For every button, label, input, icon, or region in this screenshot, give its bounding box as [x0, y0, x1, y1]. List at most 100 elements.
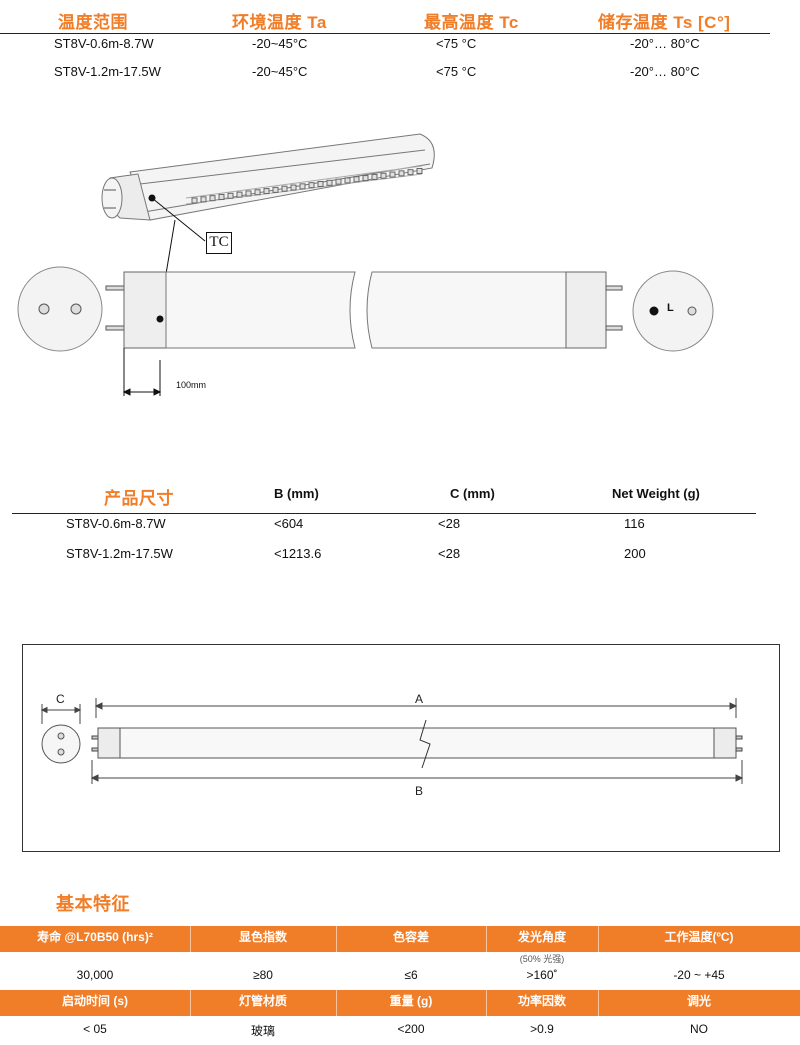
dimension-b	[90, 760, 744, 784]
dim-header-rule	[12, 513, 756, 514]
temp-cell: ST8V-0.6m-8.7W	[54, 36, 154, 51]
temp-cell: <75 °C	[436, 64, 477, 79]
led-chip	[272, 186, 279, 193]
dim-cell: <28	[438, 546, 461, 561]
dim-cell: ST8V-1.2m-17.5W	[66, 546, 173, 561]
feature-value: >0.9	[530, 1022, 554, 1036]
feature-value: <200	[397, 1022, 425, 1036]
temp-header-max: 最高温度 Tc	[424, 13, 519, 32]
led-chip	[344, 177, 351, 184]
feature-value: >160˚	[526, 968, 558, 982]
dimension-a	[94, 698, 738, 718]
temp-header-range: 温度范围	[58, 13, 128, 32]
led-chip	[407, 169, 414, 176]
right-end-view	[632, 270, 714, 352]
led-chip	[389, 171, 396, 178]
dimension-drawing	[40, 698, 744, 784]
dim-cell: 116	[624, 516, 645, 531]
feature-value: -20 ~ +45	[673, 968, 725, 982]
end-l-label: L	[667, 302, 674, 314]
features-header: 灯管材质	[238, 994, 287, 1008]
dimension-drawing-frame	[22, 644, 780, 852]
feature-value: ≥80	[253, 968, 273, 982]
dim-header-c: C (mm)	[450, 486, 495, 501]
header-divider	[336, 990, 337, 1016]
led-chip	[209, 195, 216, 202]
perspective-tube	[101, 133, 435, 221]
header-divider	[598, 926, 599, 952]
led-chip	[416, 168, 423, 174]
feature-value: NO	[690, 1022, 708, 1036]
led-chip	[263, 188, 270, 195]
dim-cell: <28	[438, 516, 461, 531]
temp-header-rule	[0, 33, 770, 34]
label-b: B	[415, 784, 424, 798]
led-chip	[398, 170, 405, 177]
led-chip	[326, 179, 333, 186]
features-header: 调光	[686, 994, 711, 1008]
dim-cell: 200	[624, 546, 646, 561]
features-header: 工作温度(ºC)	[664, 930, 734, 944]
led-chip	[308, 182, 315, 189]
dim-header-b: B (mm)	[274, 486, 319, 501]
temp-header-ambient: 环境温度 Ta	[232, 13, 327, 32]
temp-cell: -20°… 80°C	[630, 36, 700, 51]
features-header: 启动时间 (s)	[61, 994, 128, 1008]
temp-header-storage: 储存温度 Ts [C°]	[598, 13, 731, 32]
features-header: 功率因数	[517, 994, 566, 1008]
feature-value: 30,000	[76, 968, 114, 982]
features-header-row-2: 启动时间 (s) 灯管材质 重量 (g) 功率因数 调光	[0, 990, 800, 1016]
dim-header-weight: Net Weight (g)	[612, 486, 700, 501]
feature-value: ≤6	[404, 968, 418, 982]
led-chip	[290, 184, 297, 191]
led-chip	[200, 196, 207, 203]
features-header-row-1: 寿命 @L70B50 (hrs)² 显色指数 色容差 发光角度 工作温度(ºC)	[0, 926, 800, 952]
feature-value: 玻璃	[250, 1024, 275, 1038]
tube-side-view	[91, 719, 743, 769]
dim-header-size: 产品尺寸	[104, 489, 174, 508]
tube-drawing	[17, 133, 714, 396]
features-header: 发光角度	[517, 930, 566, 944]
temp-cell: -20~45°C	[252, 64, 308, 79]
dim-cell: <1213.6	[274, 546, 322, 561]
led-chip	[380, 172, 387, 179]
features-header: 显色指数	[238, 930, 287, 944]
led-chip	[254, 189, 261, 196]
left-end-view	[17, 266, 103, 352]
dim-cell: <604	[274, 516, 304, 531]
dimension-100mm-label: 100mm	[176, 380, 207, 390]
label-a: A	[415, 692, 424, 706]
temp-cell: ST8V-1.2m-17.5W	[54, 64, 161, 79]
led-chip	[218, 193, 225, 200]
tube-left-section	[105, 271, 356, 349]
led-chip	[317, 180, 324, 187]
header-divider	[190, 990, 191, 1016]
header-divider	[336, 926, 337, 952]
features-header: 寿命 @L70B50 (hrs)²	[37, 930, 153, 944]
dim-cell: ST8V-0.6m-8.7W	[66, 516, 166, 531]
led-chip	[191, 197, 198, 204]
features-header: 色容差	[392, 930, 429, 944]
led-chip	[236, 191, 243, 198]
led-chip	[335, 178, 342, 185]
led-chip	[281, 185, 288, 192]
temp-cell: <75 °C	[436, 36, 477, 51]
header-divider	[486, 990, 487, 1016]
led-chip	[227, 192, 234, 199]
temp-cell: -20°… 80°C	[630, 64, 700, 79]
features-header: 重量 (g)	[389, 994, 433, 1008]
features-title: 基本特征	[56, 894, 130, 914]
led-chip	[371, 173, 378, 180]
beam-angle-subnote: (50% 光强)	[519, 954, 565, 964]
led-chip	[299, 183, 306, 190]
end-view-c	[40, 704, 82, 764]
header-divider	[598, 990, 599, 1016]
led-chip	[362, 175, 369, 182]
tube-right-section	[366, 271, 623, 349]
temp-cell: -20~45°C	[252, 36, 308, 51]
feature-value: < 05	[83, 1022, 107, 1036]
tc-label: TC	[206, 232, 232, 254]
led-chip	[245, 190, 252, 197]
header-divider	[486, 926, 487, 952]
header-divider	[190, 926, 191, 952]
